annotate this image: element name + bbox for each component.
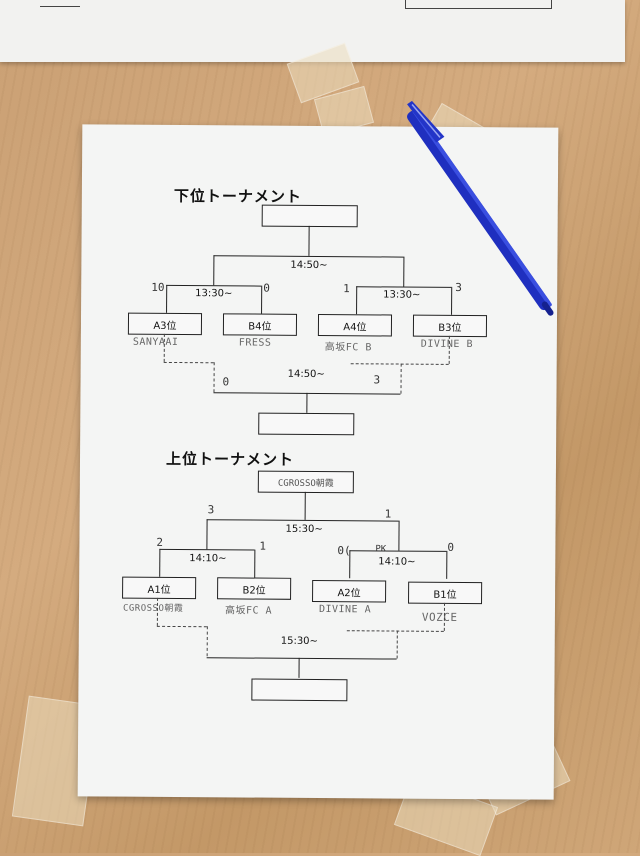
top-sheet-table-fragment (405, 0, 552, 9)
top-sheet-line (40, 0, 80, 7)
top-paper-sheet (0, 0, 625, 62)
